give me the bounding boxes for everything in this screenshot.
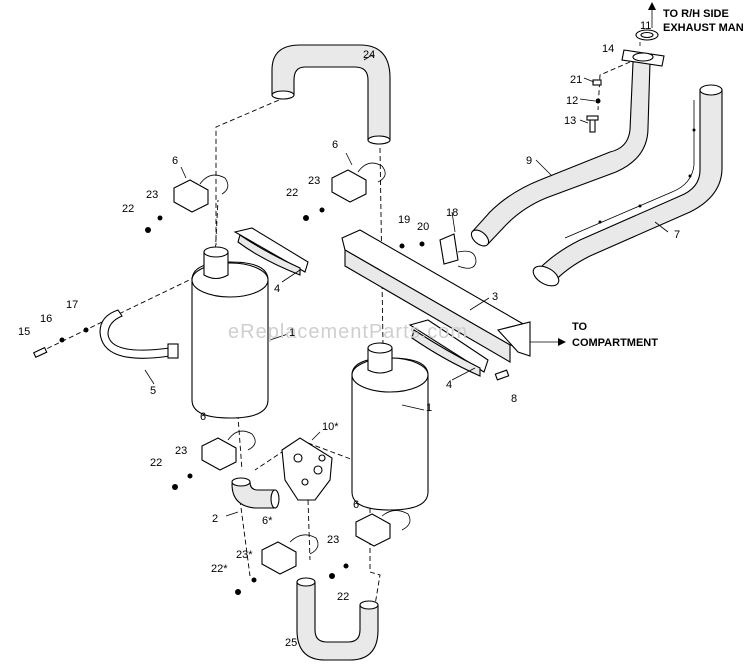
callout-labels: 24 6 23 22 6 23 22 11 14 21 12 13 9 7 18…	[18, 20, 680, 649]
callout-19: 19	[398, 214, 410, 226]
callout-22: 22	[122, 203, 134, 215]
callout-6: 6	[332, 139, 338, 151]
hardware-21-12-13	[586, 79, 602, 133]
part-10-bracket	[281, 437, 333, 501]
clamp-upper-left	[145, 174, 229, 233]
note-rh-side-line2: EXHAUST MAN	[663, 22, 744, 34]
notes: TO R/H SIDE EXHAUST MAN TO COMPARTMENT	[572, 8, 744, 349]
callout-4: 4	[274, 283, 280, 295]
callout-21: 21	[570, 74, 582, 86]
callout-15: 15	[18, 326, 30, 338]
note-compartment-line2: COMPARTMENT	[572, 337, 658, 349]
callout-6: 6	[172, 155, 178, 167]
callout-12: 12	[566, 95, 578, 107]
part-5-strap	[99, 309, 179, 359]
hardware-15-16-17	[32, 327, 89, 358]
callout-6: 6	[353, 499, 359, 511]
clamp-lower-mid	[235, 534, 319, 595]
callout-23: 23	[327, 534, 339, 546]
callout-20: 20	[417, 221, 429, 233]
callout-1: 1	[426, 402, 432, 414]
callout-23: 23	[175, 445, 187, 457]
callout-24: 24	[363, 49, 375, 61]
callout-18: 18	[446, 207, 458, 219]
hardware-8	[494, 369, 510, 381]
note-compartment-line1: TO	[572, 321, 588, 333]
callout-23: 23	[308, 175, 320, 187]
callout-7: 7	[674, 229, 680, 241]
callout-11: 11	[640, 20, 651, 32]
callout-22: 22	[337, 591, 349, 603]
callout-8: 8	[511, 393, 517, 405]
callout-2: 2	[212, 513, 218, 525]
leader-lines	[144, 42, 669, 517]
callout-22: 22*	[211, 563, 228, 575]
part-11-gasket	[635, 29, 659, 41]
callout-22: 22	[150, 457, 162, 469]
clamp-left-muffler-bottom	[172, 430, 256, 490]
callout-6: 6*	[262, 515, 273, 527]
part-25-lower-u-pipe	[296, 577, 379, 661]
callout-5: 5	[150, 385, 156, 397]
callout-17: 17	[66, 299, 78, 311]
callout-22: 22	[286, 187, 298, 199]
note-rh-side-line1: TO R/H SIDE	[663, 8, 729, 20]
callout-10: 10*	[322, 421, 339, 433]
clamp-right-muffler-bottom	[329, 510, 411, 579]
callout-4: 4	[446, 379, 452, 391]
callout-23: 23	[146, 189, 158, 201]
part-1-right-muffler	[351, 342, 429, 511]
part-2-elbow	[231, 477, 280, 509]
part-3-mounting-channel	[341, 229, 531, 363]
clamp-18-19-20	[399, 233, 477, 269]
callout-16: 16	[40, 313, 52, 325]
callout-1: 1	[289, 327, 295, 339]
part-24-upper-u-pipe	[271, 44, 391, 145]
callout-14: 14	[602, 43, 614, 55]
part-7-tail-pipe	[532, 84, 723, 287]
arrow-head-rh-side	[648, 2, 656, 10]
part-14-flange	[621, 49, 665, 67]
clamp-upper-right	[303, 162, 386, 221]
callout-6: 6	[200, 411, 206, 423]
callout-23: 23*	[236, 549, 253, 561]
callout-13: 13	[564, 115, 576, 127]
part-4-lower-bracket	[408, 319, 489, 377]
callout-3: 3	[492, 291, 498, 303]
watermark: eReplacementParts.com	[228, 321, 468, 343]
part-1-left-muffler	[191, 246, 269, 419]
part-4-upper-bracket	[233, 227, 309, 276]
part-9-exhaust-pipe	[470, 61, 651, 247]
callout-25: 25	[285, 637, 297, 649]
callout-9: 9	[526, 155, 532, 167]
arrow-head-compartment	[558, 338, 566, 346]
